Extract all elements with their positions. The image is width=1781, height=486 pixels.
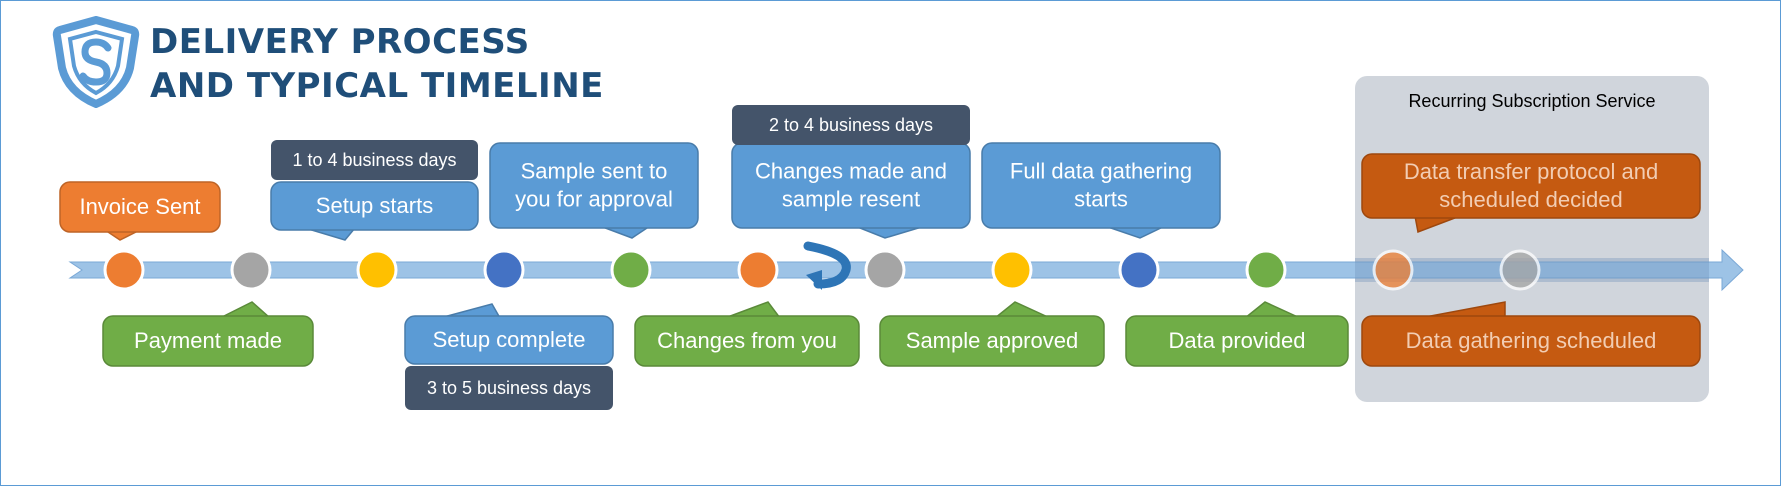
callout-text: sample resent bbox=[782, 187, 920, 212]
subscription-panel-label: Recurring Subscription Service bbox=[1408, 91, 1655, 111]
callout-box bbox=[731, 142, 971, 229]
milestone-dot bbox=[610, 249, 652, 291]
callout-sample-approved: Sample approved bbox=[879, 301, 1105, 367]
callout-sample-sent: Sample sent to you for approval bbox=[489, 142, 699, 239]
callout-box bbox=[59, 181, 221, 233]
callout-data-gathering-scheduled: Data gathering scheduled bbox=[1361, 301, 1701, 367]
callout-text: scheduled decided bbox=[1439, 187, 1622, 212]
duration-box bbox=[405, 366, 613, 410]
callout-data-transfer: Data transfer protocol and scheduled deci… bbox=[1361, 153, 1701, 234]
callout-text: Invoice Sent bbox=[79, 194, 200, 219]
callout-text: Sample sent to bbox=[521, 159, 668, 184]
duration-box bbox=[732, 105, 970, 145]
callout-full-data: Full data gathering starts bbox=[981, 142, 1221, 239]
callout-text: Changes made and bbox=[755, 159, 947, 184]
callout-box bbox=[270, 181, 479, 231]
milestone-dot bbox=[230, 249, 272, 291]
callout-text: Sample approved bbox=[906, 328, 1078, 353]
milestone-dot bbox=[864, 249, 906, 291]
page-title-line2: AND TYPICAL TIMELINE bbox=[150, 66, 604, 106]
callout-box bbox=[981, 142, 1221, 229]
callout-setup-complete: Setup complete bbox=[404, 303, 614, 365]
callout-setup-starts: Setup starts bbox=[270, 181, 479, 241]
curved-return-arrow-icon bbox=[803, 241, 851, 290]
duration-setup-duration: 1 to 4 business days bbox=[271, 140, 478, 180]
timeline-axis-arrow bbox=[68, 248, 1744, 292]
milestone-dot bbox=[991, 249, 1033, 291]
callout-text: starts bbox=[1074, 187, 1128, 212]
callout-box bbox=[489, 142, 699, 229]
callout-box bbox=[102, 315, 314, 367]
milestone-dot bbox=[356, 249, 398, 291]
callout-box bbox=[634, 315, 860, 367]
milestone-dot bbox=[1372, 249, 1414, 291]
shield-s-icon bbox=[52, 16, 140, 108]
milestone-dot bbox=[103, 249, 145, 291]
callout-box bbox=[404, 315, 614, 365]
duration-changes-duration: 2 to 4 business days bbox=[732, 105, 970, 145]
callout-box bbox=[1361, 315, 1701, 367]
page-title-line1: DELIVERY PROCESS bbox=[150, 22, 530, 62]
duration-setup-complete-duration: 3 to 5 business days bbox=[405, 366, 613, 410]
callout-box bbox=[1361, 153, 1701, 219]
duration-text: 2 to 4 business days bbox=[769, 115, 933, 135]
milestone-dot bbox=[1245, 249, 1287, 291]
callout-text: Data provided bbox=[1169, 328, 1306, 353]
callout-data-provided: Data provided bbox=[1125, 301, 1349, 367]
callout-changes-from-you: Changes from you bbox=[634, 301, 860, 367]
duration-text: 1 to 4 business days bbox=[292, 150, 456, 170]
milestone-dot bbox=[483, 249, 525, 291]
callout-invoice-sent: Invoice Sent bbox=[59, 181, 221, 241]
callout-text: Setup starts bbox=[316, 193, 433, 218]
callout-text: Setup complete bbox=[433, 327, 586, 352]
callout-text: Data gathering scheduled bbox=[1406, 328, 1657, 353]
callout-text: Changes from you bbox=[657, 328, 837, 353]
duration-text: 3 to 5 business days bbox=[427, 378, 591, 398]
callout-text: Payment made bbox=[134, 328, 282, 353]
callout-text: Full data gathering bbox=[1010, 159, 1192, 184]
callout-payment-made: Payment made bbox=[102, 301, 314, 367]
callout-box bbox=[879, 315, 1105, 367]
callout-text: Data transfer protocol and bbox=[1404, 159, 1658, 184]
callout-box bbox=[1125, 315, 1349, 367]
milestone-dot bbox=[1499, 249, 1541, 291]
callout-text: you for approval bbox=[515, 187, 673, 212]
callout-changes-made: Changes made and sample resent bbox=[731, 142, 971, 239]
milestone-dot bbox=[737, 249, 779, 291]
duration-box bbox=[271, 140, 478, 180]
milestone-dot bbox=[1118, 249, 1160, 291]
